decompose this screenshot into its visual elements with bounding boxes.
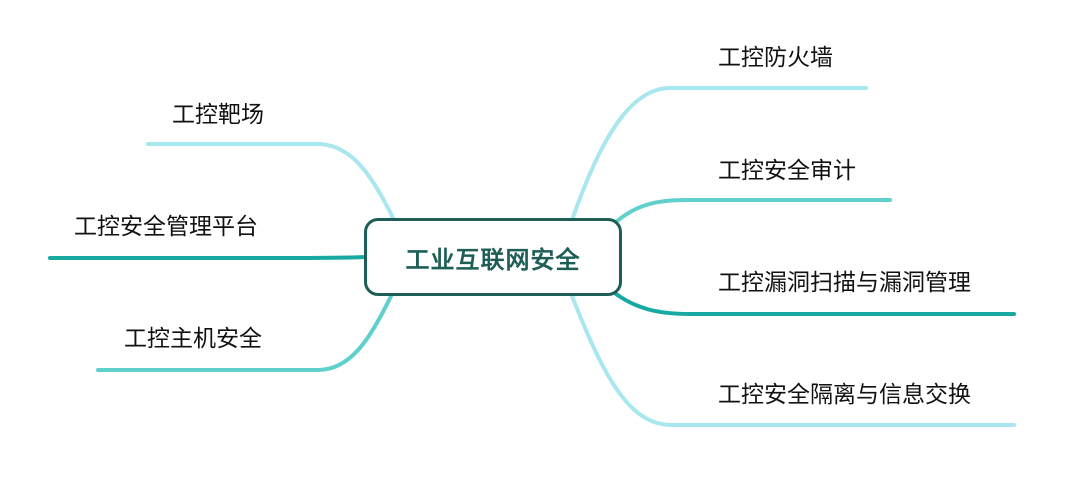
connector-right-2 (614, 292, 1016, 316)
connector-right-3 (570, 294, 1016, 427)
branch-left-0-label: 工控靶场 (172, 102, 264, 128)
root-node: 工业互联网安全 (364, 218, 622, 296)
connector-left-0 (146, 142, 397, 224)
branch-left-2-label: 工控主机安全 (124, 326, 262, 352)
connector-left-2 (96, 292, 394, 372)
connector-left-1 (48, 255, 368, 260)
branch-right-0-label: 工控防火墙 (718, 45, 833, 71)
root-node-label: 工业互联网安全 (405, 245, 581, 274)
branch-right-2-label: 工控漏洞扫描与漏洞管理 (718, 270, 971, 296)
branch-right-3-label: 工控安全隔离与信息交换 (718, 382, 971, 408)
connector-right-0 (570, 86, 868, 222)
connector-right-1 (614, 198, 892, 224)
branch-left-1-label: 工控安全管理平台 (74, 214, 258, 240)
branch-right-1-label: 工控安全审计 (718, 158, 856, 184)
